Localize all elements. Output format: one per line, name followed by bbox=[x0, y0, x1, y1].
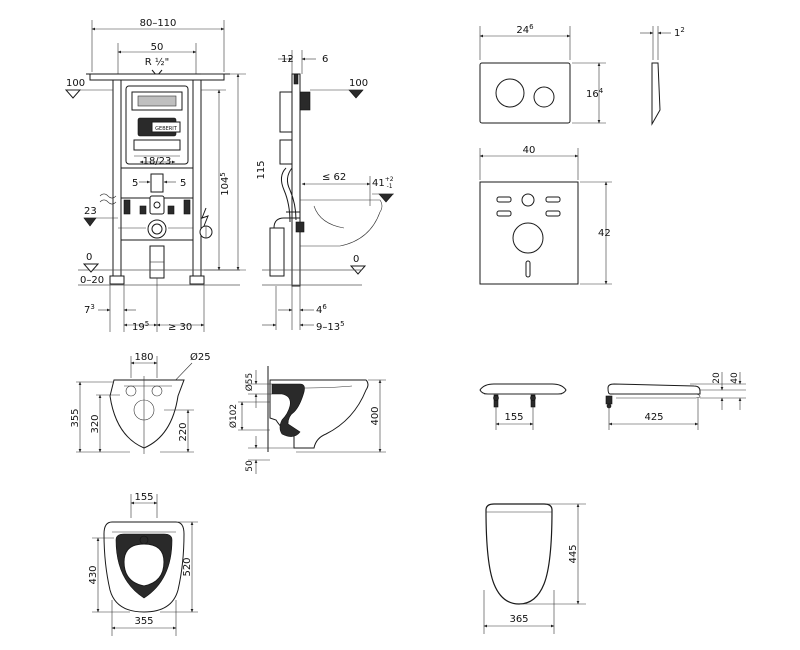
flush-button-large bbox=[495, 78, 525, 108]
bowl-front-width-label: 180 bbox=[134, 352, 153, 363]
bowl-top-h520-label: 520 bbox=[182, 557, 193, 576]
seat-side-outline bbox=[607, 383, 701, 395]
bowl-front-outline bbox=[109, 379, 185, 449]
frame-level-23-label: 23 bbox=[84, 206, 97, 217]
frame-top-width-label: 80–110 bbox=[140, 18, 177, 29]
bowl-side-h50-label: 50 bbox=[245, 460, 255, 472]
bowl-top-h430-label: 430 bbox=[88, 565, 99, 584]
bowl-side-dia102-label: Ø102 bbox=[228, 404, 239, 428]
side-level-100-label: 100 bbox=[349, 78, 368, 89]
seat-top-h445-label: 445 bbox=[568, 544, 579, 563]
insulation-mat: 40 42 bbox=[479, 145, 612, 285]
flush-plate bbox=[479, 62, 571, 124]
side-height-41-label: 41+2-1 bbox=[372, 176, 394, 190]
frame-side-view: 12 6 100 ≤ 62 41+2-1 0 bbox=[262, 50, 394, 333]
frame-front-view: 80–110 50 R ½" GEBERIT 18/23 bbox=[64, 18, 267, 333]
frame-left-post bbox=[112, 79, 122, 277]
seat-side-w425-label: 425 bbox=[644, 412, 663, 423]
frame-level-100-label: 100 bbox=[66, 78, 85, 89]
seat-top-w365-label: 365 bbox=[509, 614, 528, 625]
drain-outlet bbox=[147, 219, 167, 239]
seat-front-outline bbox=[479, 383, 567, 395]
side-bottom-4-label: 46 bbox=[316, 303, 327, 316]
frame-bottom-19-label: 195 bbox=[132, 320, 149, 333]
frame-level-0-label: 0 bbox=[86, 252, 92, 263]
seat-front-w155-label: 155 bbox=[504, 412, 523, 423]
seat-side-h40-label: 40 bbox=[730, 372, 740, 384]
frame-bottom-7-label: 73 bbox=[84, 303, 95, 316]
plate-height-label: 164 bbox=[586, 87, 604, 100]
side-upright bbox=[291, 73, 301, 287]
flush-button-small bbox=[533, 86, 555, 108]
bowl-top-view: 155 430 520 355 bbox=[88, 492, 198, 636]
flush-plate-side: 12 bbox=[640, 26, 685, 126]
frame-offset-right-label: 5 bbox=[180, 178, 186, 189]
frame-inner-width-label: 50 bbox=[151, 42, 164, 53]
bowl-top-w155-label: 155 bbox=[134, 492, 153, 503]
seat-top-view: 445 365 bbox=[483, 503, 586, 634]
plate-width-label: 246 bbox=[516, 23, 534, 36]
mat-width-label: 40 bbox=[523, 145, 536, 156]
bowl-front-dia-label: Ø25 bbox=[190, 351, 211, 363]
flush-plate-front: 246 164 bbox=[479, 23, 606, 124]
bowl-side-h400-label: 400 bbox=[370, 406, 381, 425]
side-top-12-label: 12 bbox=[281, 54, 294, 65]
bowl-front-h220-label: 220 bbox=[178, 422, 189, 441]
seat-front-view: 155 bbox=[479, 383, 567, 430]
frame-height-115-label: 115 bbox=[256, 160, 267, 179]
bowl-front-h320-label: 320 bbox=[90, 414, 101, 433]
bowl-front-h355-label: 355 bbox=[70, 408, 81, 427]
bowl-front-view: 180 Ø25 355 320 220 bbox=[70, 351, 211, 454]
frame-top-rail bbox=[89, 73, 225, 81]
frame-level-0-20-label: 0–20 bbox=[80, 275, 104, 286]
bowl-side-view: Ø55 Ø102 50 400 bbox=[228, 366, 386, 474]
frame-offset-left-label: 5 bbox=[132, 178, 138, 189]
plate-depth-label: 12 bbox=[674, 26, 685, 39]
side-bottom-9-13-label: 9–135 bbox=[316, 320, 345, 333]
frame-spacing-label: 18/23 bbox=[143, 156, 172, 167]
svg-text:GEBERIT: GEBERIT bbox=[155, 126, 178, 132]
frame-pipe-label: R ½" bbox=[145, 56, 169, 68]
frame-bottom-30-label: ≥ 30 bbox=[168, 322, 192, 333]
frame-height-104-label: 1045 bbox=[219, 172, 231, 196]
frame-right-post bbox=[192, 79, 202, 277]
side-reach-label: ≤ 62 bbox=[322, 172, 346, 183]
seat-side-view: 425 20 40 bbox=[605, 372, 746, 430]
bowl-side-dia55-label: Ø55 bbox=[244, 373, 255, 392]
side-top-6-label: 6 bbox=[322, 54, 328, 65]
mat-height-label: 42 bbox=[598, 228, 611, 239]
side-level-0-label: 0 bbox=[353, 254, 359, 265]
seat-side-h20-label: 20 bbox=[712, 372, 722, 384]
bowl-top-w355-label: 355 bbox=[134, 616, 153, 627]
seat-top-outline bbox=[485, 503, 553, 605]
